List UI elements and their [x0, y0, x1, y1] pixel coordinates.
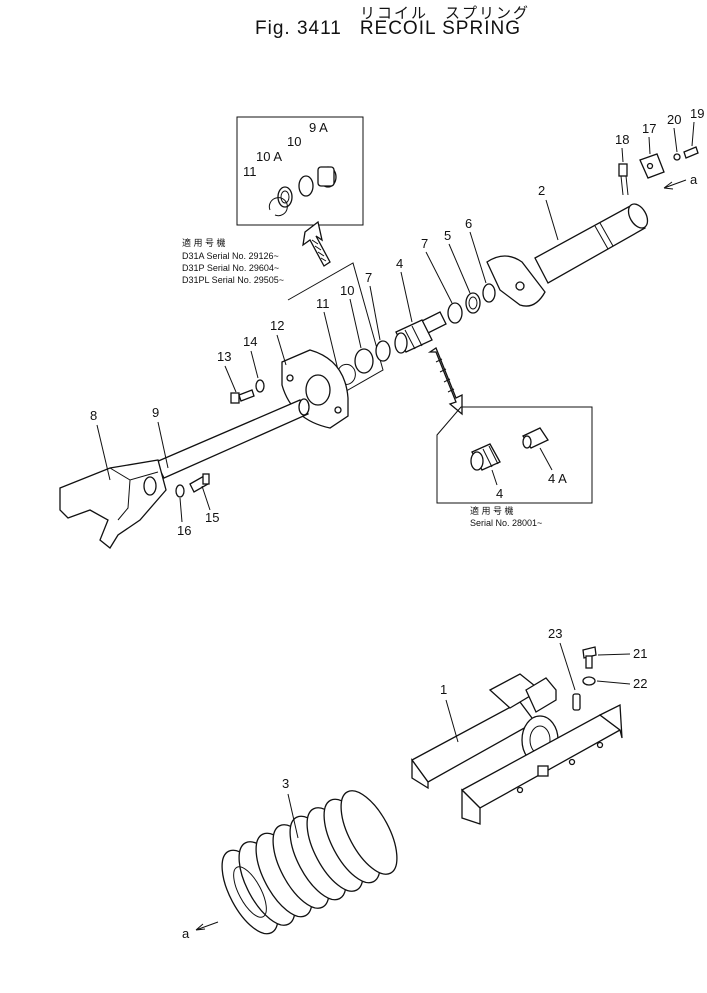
- inset-pointer-arrow-2: [427, 347, 463, 416]
- callout-7-lower: 7: [365, 270, 372, 285]
- applicable-line-2-1: Serial No. 28001~: [470, 518, 542, 528]
- callout-22: 22: [633, 676, 647, 691]
- arrow-label-a-top: a: [690, 172, 698, 187]
- callout-14: 14: [243, 334, 257, 349]
- applicable-header-2: 適 用 号 機: [470, 505, 514, 516]
- part-10A-ring: [277, 186, 293, 208]
- callout-13: 13: [217, 349, 231, 364]
- part-23-pin: [572, 693, 581, 711]
- applicable-line-2: D31P Serial No. 29604~: [182, 263, 279, 273]
- part-15-bolt: [189, 473, 210, 493]
- inset-piston-variant: [436, 406, 593, 504]
- spring-bore: [233, 866, 267, 918]
- part-14-washer: [255, 379, 265, 393]
- applicable-header-1: 適 用 号 機: [182, 237, 226, 248]
- callout-18: 18: [615, 132, 629, 147]
- part-19-bolt: [683, 146, 699, 159]
- callout-2: 2: [538, 183, 545, 198]
- part-18-grease-fitting: [618, 163, 629, 196]
- applicable-line-1: D31A Serial No. 29126~: [182, 251, 279, 261]
- callout-11-inset: 11: [243, 164, 257, 179]
- direction-arrow-a-bottom: [195, 921, 219, 931]
- callout-4-inset: 4: [496, 486, 503, 501]
- part-16-washer: [175, 484, 185, 498]
- callout-21: 21: [633, 646, 647, 661]
- part-1-frame: [411, 673, 623, 825]
- callout-3: 3: [282, 776, 289, 791]
- inset-seal-kit: [236, 116, 364, 226]
- part-4-piston: [394, 311, 447, 354]
- callout-20: 20: [667, 112, 681, 127]
- callout-10A: 10 A: [256, 149, 282, 164]
- part-4A-pin: [522, 427, 549, 449]
- part-22-washer: [582, 676, 596, 686]
- part-3-recoil-spring: [221, 790, 398, 935]
- part-6-seal: [482, 283, 496, 303]
- callout-12: 12: [270, 318, 284, 333]
- figure-title: Fig. 3411 RECOIL SPRING: [255, 18, 521, 40]
- part-2-flange: [486, 255, 546, 307]
- part-7-wiper: [447, 302, 463, 324]
- callout-10-inset: 10: [287, 134, 301, 149]
- figure-number: Fig. 3411: [255, 18, 342, 39]
- part-11-snap-ring: [268, 197, 288, 217]
- callout-15: 15: [205, 510, 219, 525]
- part-17-cover: [639, 153, 665, 179]
- callout-4-main: 4: [396, 256, 403, 271]
- applicable-line-3: D31PL Serial No. 29505~: [182, 275, 284, 285]
- callout-9: 9: [152, 405, 159, 420]
- part-13-bolt: [230, 389, 255, 404]
- callout-19: 19: [690, 106, 704, 121]
- part-5-ring: [465, 292, 481, 314]
- part-7-lower: [375, 340, 391, 362]
- part-10-seal: [354, 348, 374, 374]
- arrow-label-a-bottom: a: [182, 926, 190, 941]
- inset-pointer-arrow-1: [302, 220, 331, 267]
- spring-coil: [340, 790, 398, 875]
- callout-17: 17: [642, 121, 656, 136]
- callout-23: 23: [548, 626, 562, 641]
- part-8-yoke: [59, 459, 167, 549]
- callout-16: 16: [177, 523, 191, 538]
- callout-7-upper: 7: [421, 236, 428, 251]
- part-2-cylinder: [486, 203, 649, 307]
- callout-5: 5: [444, 228, 451, 243]
- part-10-seal-ring: [298, 175, 314, 197]
- figure-title-japanese: リコイル スプリング: [360, 4, 531, 22]
- callout-9A: 9 A: [309, 120, 328, 135]
- part-9-rod: [155, 398, 310, 479]
- callout-8: 8: [90, 408, 97, 423]
- direction-arrow-a-top: [663, 179, 687, 190]
- callout-4A: 4 A: [548, 471, 567, 486]
- part-20-washer: [673, 153, 681, 161]
- callout-6: 6: [465, 216, 472, 231]
- figure-title-english: RECOIL SPRING: [359, 18, 521, 39]
- callout-10-main: 10: [340, 283, 354, 298]
- part-4-piston-alt: [470, 443, 501, 471]
- callout-1: 1: [440, 682, 447, 697]
- part-21-bolt: [582, 646, 597, 669]
- callout-11-main: 11: [316, 296, 330, 311]
